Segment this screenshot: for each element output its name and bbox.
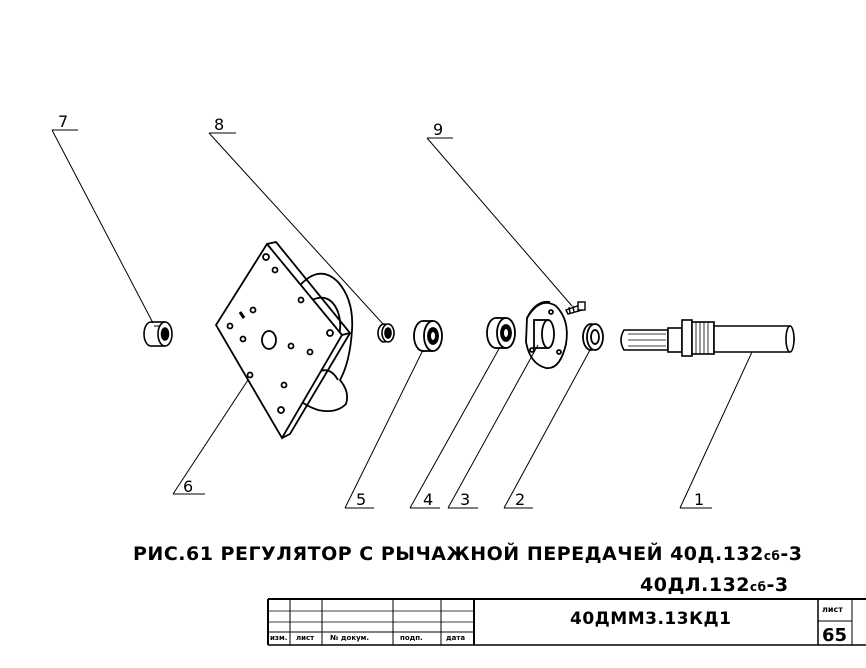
caption-line1-main: РИС.61 РЕГУЛЯТОР С РЫЧАЖНОЙ ПЕРЕДАЧЕЙ 40… [133,543,764,565]
tb-col-data: дата [446,634,466,642]
tb-col-doc: № докум. [330,634,370,642]
part-6-housing-plate [214,241,354,440]
figure-caption-line-2: 40ДЛ.132сб-3 [640,574,789,596]
part-4-bearing [486,317,516,349]
part-3-flange [525,300,568,369]
part-7-bushing [143,321,173,347]
caption-line2-main: 40ДЛ.132 [640,574,751,596]
callout-6: 6 [183,477,193,496]
sheet-label: лист [822,605,843,614]
callout-1: 1 [694,490,704,509]
callout-9: 9 [433,120,443,139]
caption-line1-tail: -3 [780,543,803,565]
callout-5: 5 [356,490,366,509]
callout-7: 7 [58,112,68,131]
callout-2: 2 [515,490,525,509]
part-5-bearing [413,320,443,352]
part-1-shaft [620,319,795,357]
callout-4: 4 [423,490,433,509]
leader-lines [51,129,753,509]
callout-3: 3 [460,490,470,509]
callout-8: 8 [214,115,224,134]
part-2-washer [582,323,604,351]
caption-line1-sub: сб [763,549,781,563]
drawing-code: 40ДММ3.13КД1 [570,609,732,629]
title-block-frame [267,598,866,646]
caption-line2-sub: сб [750,580,767,594]
tb-col-izm: изм. [270,634,288,642]
part-8-ring [377,323,395,343]
tb-col-list: лист [296,634,315,642]
part-9-screw [565,301,586,315]
caption-line2-tail: -3 [766,574,789,596]
figure-caption-line-1: РИС.61 РЕГУЛЯТОР С РЫЧАЖНОЙ ПЕРЕДАЧЕЙ 40… [133,543,802,565]
sheet-number: 65 [822,625,848,646]
tb-col-podp: подп. [400,634,423,642]
